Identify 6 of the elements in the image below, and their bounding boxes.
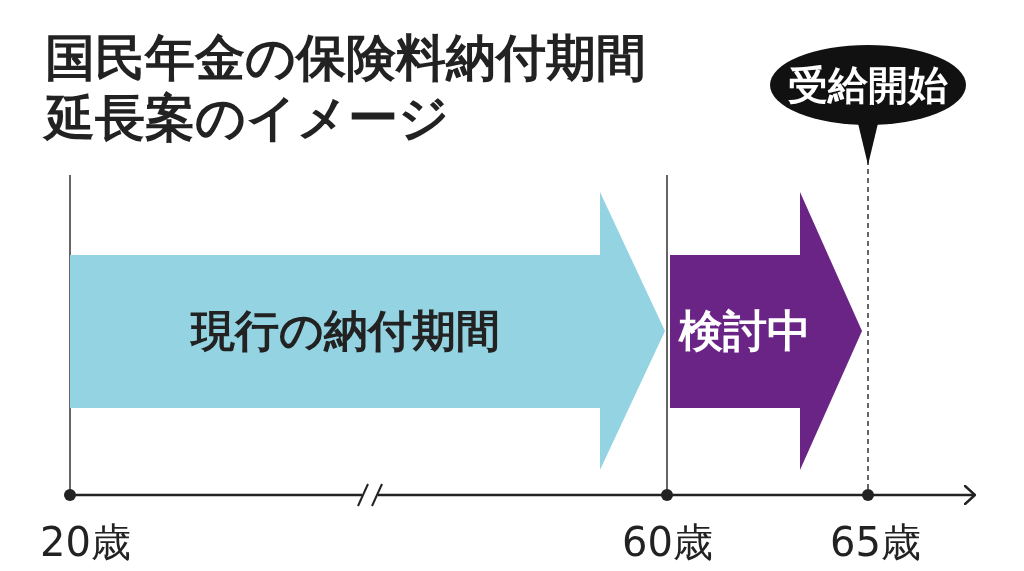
node-label: 現行の納付期間 bbox=[190, 304, 500, 358]
age-label: 65歳 bbox=[830, 518, 920, 567]
node-label: 受給開始 bbox=[788, 60, 948, 110]
age-label: 60歳 bbox=[622, 518, 712, 567]
node-label: 検討中 bbox=[679, 304, 811, 358]
age-label: 20歳 bbox=[40, 518, 130, 567]
